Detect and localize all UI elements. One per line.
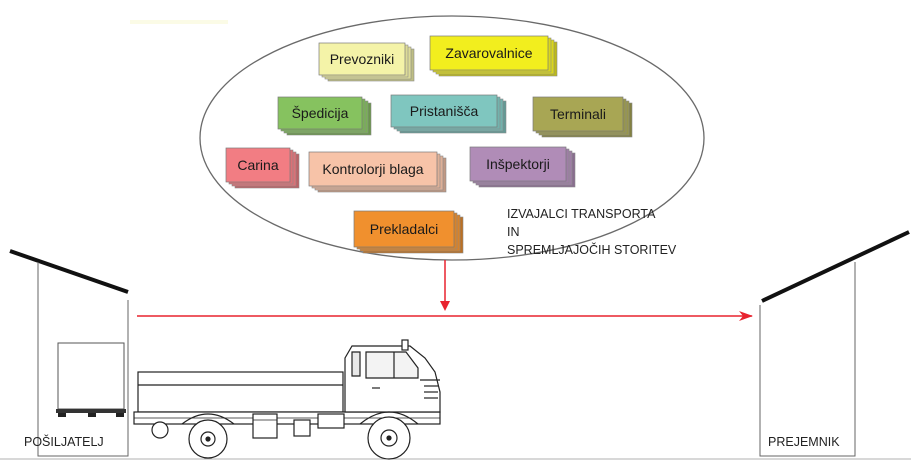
box-label: Prevozniki — [330, 51, 395, 67]
service-box-kontrolorji: Kontrolorji blaga — [308, 151, 447, 193]
service-box-inspektorji: Inšpektorji — [469, 146, 576, 188]
sender-wall — [37, 262, 129, 457]
box-label: Pristanišča — [410, 103, 479, 119]
service-box-carina: Carina — [225, 147, 300, 189]
receiver-wall — [759, 262, 856, 457]
receiver-roof — [761, 230, 910, 303]
box-face — [429, 35, 549, 71]
box-label: Prekladalci — [370, 221, 438, 237]
service-box-spedicija: Špedicija — [277, 96, 372, 136]
service-box-pristanisca: Pristanišča — [390, 94, 507, 134]
sender-roof — [9, 249, 129, 294]
ellipse-caption: IZVAJALCI TRANSPORTA IN SPREMLJAJOČIH ST… — [507, 207, 677, 257]
box-face — [225, 147, 291, 183]
receiver-label: PREJEMNIK — [768, 435, 840, 449]
box-face — [277, 96, 363, 130]
box-face — [532, 96, 624, 132]
box-label: Kontrolorji blaga — [322, 161, 423, 177]
receiver-building: PREJEMNIK — [759, 230, 910, 457]
truck — [133, 339, 441, 460]
caption-line-2: IN — [507, 225, 520, 239]
caption-line-3: SPREMLJAJOČIH STORITEV — [507, 242, 677, 257]
box-face — [390, 94, 498, 128]
sender-label: POŠILJATELJ — [24, 434, 104, 449]
faint-artifact — [130, 20, 228, 24]
influence-arrow-head — [440, 301, 450, 311]
box-label: Inšpektorji — [486, 156, 550, 172]
box-label: Carina — [237, 157, 278, 173]
box-face — [308, 151, 438, 187]
box-label: Zavarovalnice — [445, 45, 532, 61]
pallet-cargo — [56, 342, 126, 417]
box-face — [469, 146, 567, 182]
box-label: Špedicija — [292, 105, 349, 121]
service-box-prevozniki: Prevozniki — [318, 42, 415, 82]
service-box-zavarovalnice: Zavarovalnice — [429, 35, 558, 77]
caption-line-1: IZVAJALCI TRANSPORTA — [507, 207, 656, 221]
service-box-terminali: Terminali — [532, 96, 633, 138]
truck-cargo-bed — [137, 371, 344, 413]
box-face — [318, 42, 406, 76]
box-label: Terminali — [550, 106, 606, 122]
sender-building: POŠILJATELJ — [9, 249, 129, 457]
box-face — [353, 210, 455, 248]
service-providers-ellipse — [199, 15, 705, 261]
service-box-prekladalci: Prekladalci — [353, 210, 464, 254]
